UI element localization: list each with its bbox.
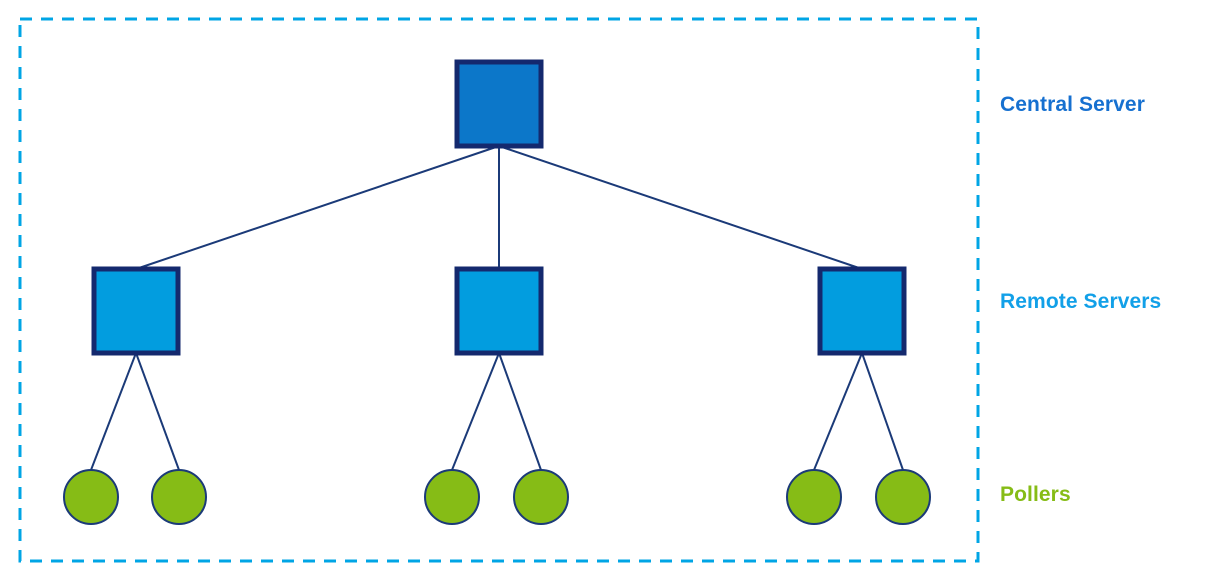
poller-node-1[interactable] [63,469,119,525]
central-server-tier [454,59,544,149]
remote-server-node-1[interactable] [91,266,181,356]
poller-node-6[interactable] [875,469,931,525]
poller-node-3[interactable] [424,469,480,525]
link-group-central-to-remote [135,145,863,270]
diagram-boundary-dashed-rect [18,17,980,563]
tier-label-pollers: Pollers [1000,483,1071,506]
tier-label-remote-servers: Remote Servers [1000,290,1162,313]
remote-server-node-2[interactable] [454,266,544,356]
link-central-to-remote-1 [135,145,500,270]
link-remote-3-to-poller-6 [861,352,904,471]
link-remote-2-to-poller-4 [498,352,542,471]
pollers-tier [63,469,931,525]
poller-node-4[interactable] [513,469,569,525]
poller-node-2[interactable] [151,469,207,525]
remote-server-node-3[interactable] [817,266,907,356]
link-remote-2-to-poller-3 [451,352,500,471]
tier-label-central-server: Central Server [1000,93,1145,116]
central-server-node[interactable] [454,59,544,149]
remote-servers-tier [91,266,907,356]
link-group-remote-to-pollers [90,352,904,471]
poller-node-5[interactable] [786,469,842,525]
link-remote-1-to-poller-2 [135,352,180,471]
link-central-to-remote-3 [498,145,863,270]
link-remote-3-to-poller-5 [813,352,863,471]
link-remote-1-to-poller-1 [90,352,137,471]
